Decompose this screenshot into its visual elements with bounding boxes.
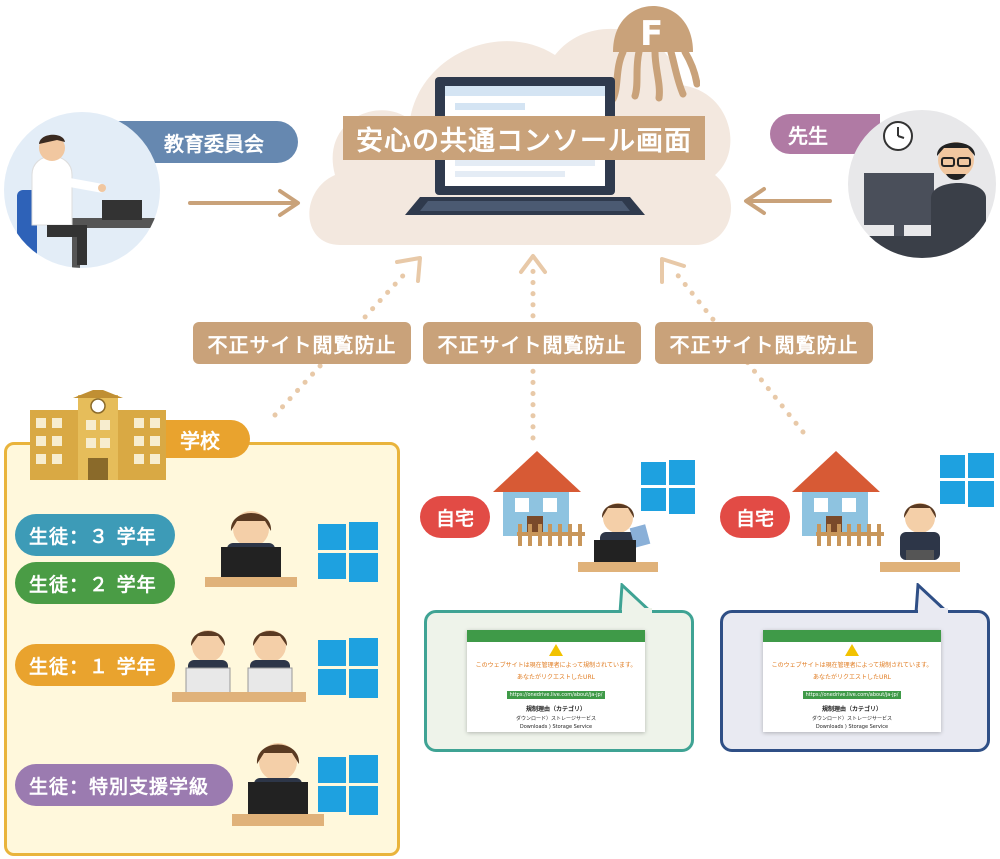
blocked-url: https://onedrive.live.com/about/ja-jp/ (802, 691, 902, 699)
house-icon (493, 451, 585, 546)
reason-en: Downloads ) Storage Service (519, 724, 593, 730)
teacher-label: 先生 (770, 114, 880, 154)
student-grade-3 (205, 511, 297, 587)
school-building-icon (30, 390, 166, 480)
windows-logo-icon (940, 453, 994, 507)
console-title: 安心の共通コンソール画面 (343, 116, 705, 160)
warning-icon (845, 644, 859, 656)
block-message: このウェブサイトは現在管理者によって規制されています。 (475, 662, 637, 669)
windows-logo-icon (641, 460, 695, 514)
reason-title: 規制理由（カテゴリ） (525, 706, 586, 713)
grade-1-label: 生徒：１ 学年 (15, 644, 175, 686)
filter-label-home-1: 不正サイト閲覧防止 (423, 322, 641, 364)
arrow-left-icon (744, 187, 832, 215)
student-grade-1a (172, 630, 244, 702)
requested-url-label: あなたがリクエストしたURL (813, 674, 891, 681)
grade-2-label: 生徒：２ 学年 (15, 562, 175, 604)
arrow-right-icon (188, 189, 300, 217)
school-label: 学校 (150, 420, 250, 458)
requested-url-label: あなたがリクエストしたURL (517, 674, 595, 681)
block-message: このウェブサイトは現在管理者によって規制されています。 (771, 662, 933, 669)
student-home-2 (880, 503, 960, 572)
student-home-1 (578, 503, 658, 572)
speech-bubble-tail (618, 583, 654, 615)
f-logo-icon (609, 6, 700, 103)
board-of-education-label: 教育委員会 (100, 121, 298, 163)
block-page-card-2: このウェブサイトは現在管理者によって規制されています。 あなたがリクエストしたU… (763, 630, 941, 732)
block-page-card-1: このウェブサイトは現在管理者によって規制されています。 あなたがリクエストしたU… (467, 630, 645, 732)
student-grade-1b (234, 630, 306, 702)
warning-icon (549, 644, 563, 656)
board-member-avatar (4, 112, 160, 268)
speech-bubble-tail (914, 583, 950, 615)
filter-label-home-2: 不正サイト閲覧防止 (655, 322, 873, 364)
student-special-class (232, 743, 324, 826)
reason-jp: ダウンロード）ストレージサービス (516, 716, 596, 722)
windows-logo-icon (318, 638, 378, 698)
home-label-2: 自宅 (720, 496, 790, 538)
filter-label-school: 不正サイト閲覧防止 (193, 322, 411, 364)
grade-3-label: 生徒：３ 学年 (15, 514, 175, 556)
home-label-1: 自宅 (420, 496, 490, 538)
house-icon (792, 451, 884, 546)
windows-logo-icon (318, 522, 378, 582)
reason-jp: ダウンロード）ストレージサービス (812, 716, 892, 722)
special-class-label: 生徒：特別支援学級 (15, 764, 233, 806)
f-logo-letter: F (640, 14, 664, 54)
windows-logo-icon (318, 755, 378, 815)
reason-title: 規制理由（カテゴリ） (821, 706, 882, 713)
teacher-avatar (848, 110, 996, 258)
reason-en: Downloads ) Storage Service (815, 724, 889, 730)
blocked-url: https://onedrive.live.com/about/ja-jp/ (506, 691, 606, 699)
